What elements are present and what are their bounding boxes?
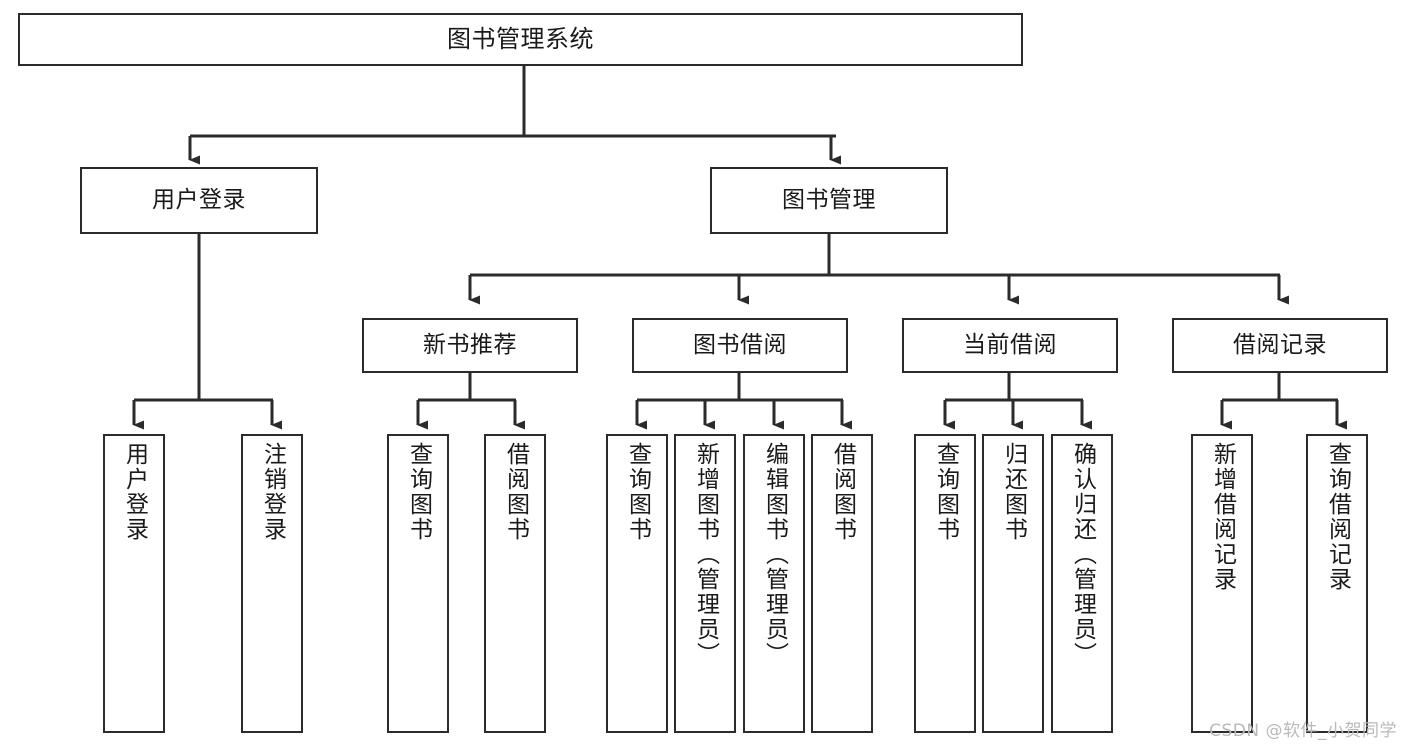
node-leaf-current-return[interactable]: 归还图书 (982, 434, 1044, 733)
node-root-system-label: 图书管理系统 (447, 25, 594, 54)
node-borrow-record-label: 借阅记录 (1233, 331, 1327, 358)
node-current-borrow-label: 当前借阅 (963, 331, 1057, 358)
node-leaf-borrow-add-book-label: 新增图书（管理员） (692, 442, 719, 667)
node-leaf-current-confirm-return[interactable]: 确认归还（管理员） (1051, 434, 1113, 733)
node-user-login-label: 用户登录 (152, 186, 246, 213)
node-user-login[interactable]: 用户登录 (80, 167, 318, 234)
node-leaf-newbook-borrow[interactable]: 借阅图书 (484, 434, 546, 733)
node-leaf-borrow-edit-book[interactable]: 编辑图书（管理员） (743, 434, 805, 733)
node-leaf-user-login-signin-label: 用户登录 (121, 442, 148, 542)
node-leaf-record-add-label: 新增借阅记录 (1209, 442, 1236, 592)
node-leaf-borrow-borrow-book-label: 借阅图书 (829, 442, 856, 542)
node-leaf-user-login-signin[interactable]: 用户登录 (103, 434, 165, 733)
node-borrow-record[interactable]: 借阅记录 (1172, 318, 1388, 373)
node-leaf-newbook-query-label: 查询图书 (405, 442, 432, 542)
node-leaf-current-return-label: 归还图书 (1000, 442, 1027, 542)
node-leaf-borrow-query[interactable]: 查询图书 (606, 434, 668, 733)
node-leaf-current-confirm-return-label: 确认归还（管理员） (1069, 442, 1096, 667)
node-leaf-borrow-query-label: 查询图书 (624, 442, 651, 542)
node-leaf-record-query[interactable]: 查询借阅记录 (1306, 434, 1368, 733)
node-leaf-borrow-edit-book-label: 编辑图书（管理员） (761, 442, 788, 667)
node-root-system[interactable]: 图书管理系统 (18, 13, 1023, 66)
node-leaf-borrow-borrow-book[interactable]: 借阅图书 (811, 434, 873, 733)
node-leaf-record-query-label: 查询借阅记录 (1324, 442, 1351, 592)
node-leaf-current-query-label: 查询图书 (932, 442, 959, 542)
node-current-borrow[interactable]: 当前借阅 (902, 318, 1118, 373)
node-leaf-record-add[interactable]: 新增借阅记录 (1191, 434, 1253, 733)
node-book-management-label: 图书管理 (782, 186, 876, 213)
node-leaf-newbook-borrow-label: 借阅图书 (502, 442, 529, 542)
node-leaf-current-query[interactable]: 查询图书 (914, 434, 976, 733)
node-book-borrow-label: 图书借阅 (693, 331, 787, 358)
node-leaf-newbook-query[interactable]: 查询图书 (387, 434, 449, 733)
node-leaf-borrow-add-book[interactable]: 新增图书（管理员） (674, 434, 736, 733)
node-leaf-user-login-signout-label: 注销登录 (259, 442, 286, 542)
node-book-borrow[interactable]: 图书借阅 (632, 318, 848, 373)
node-leaf-user-login-signout[interactable]: 注销登录 (241, 434, 303, 733)
node-new-book-recommend[interactable]: 新书推荐 (362, 318, 578, 373)
node-new-book-recommend-label: 新书推荐 (423, 331, 517, 358)
node-book-management[interactable]: 图书管理 (710, 167, 948, 234)
